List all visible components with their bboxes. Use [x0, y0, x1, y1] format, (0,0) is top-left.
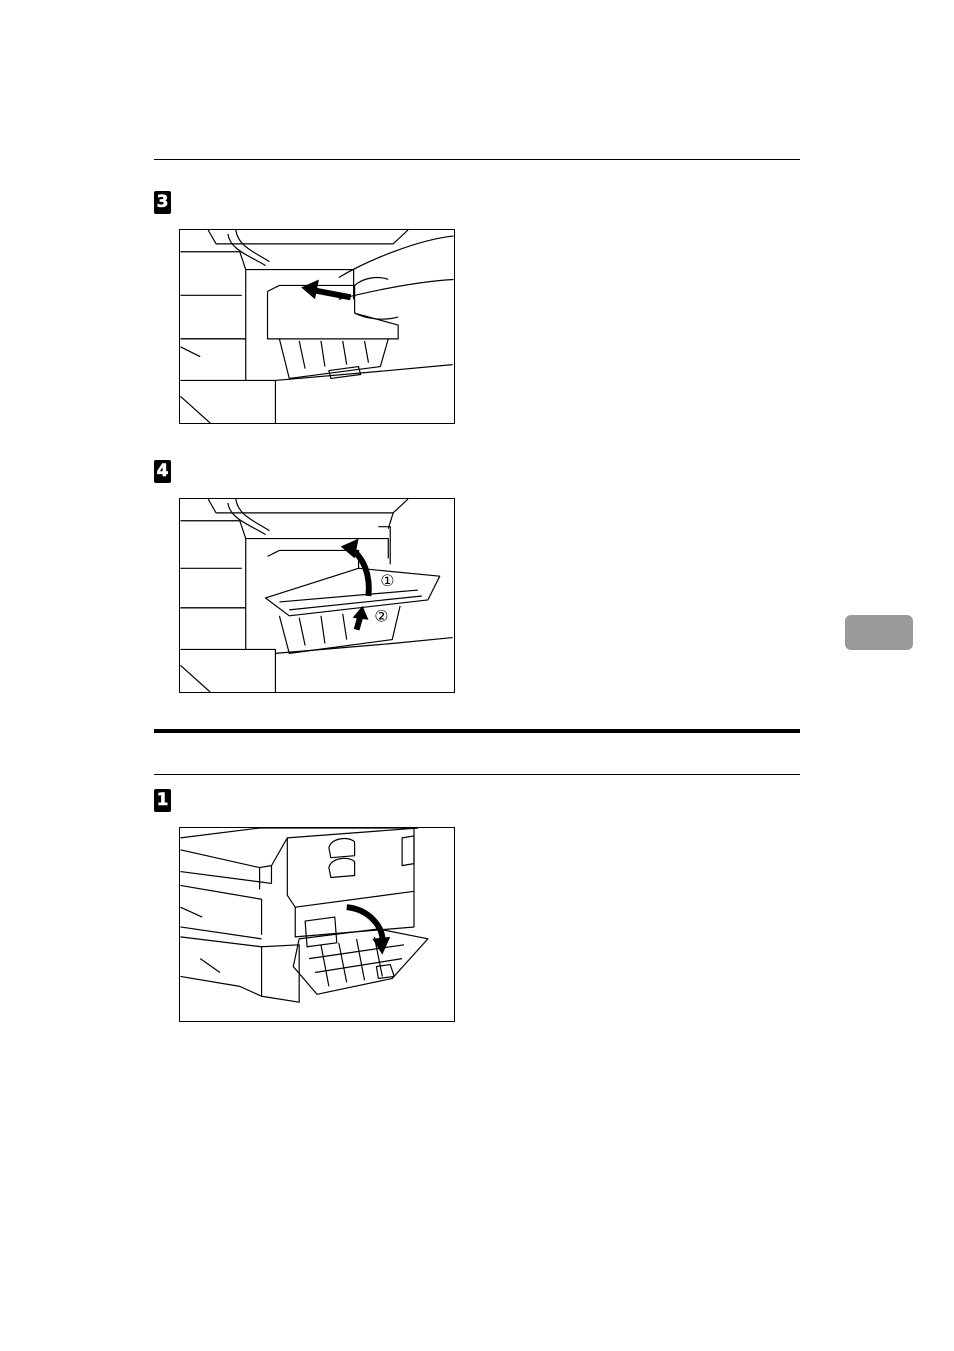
copier-cover-illustration: ① ②	[180, 499, 454, 692]
tray-unit-2	[246, 380, 276, 423]
callout-two: ②	[374, 607, 388, 626]
callout-one: ①	[380, 571, 394, 590]
hand-lower	[339, 279, 454, 299]
figure-open-rear-cover	[179, 827, 455, 1022]
figure-pull-out-tray	[179, 229, 455, 424]
pull-arrow-head	[301, 279, 319, 299]
section-rule-thick	[154, 729, 800, 733]
chapter-tab	[845, 615, 913, 650]
figure-close-cover: ① ②	[179, 498, 455, 693]
copier-tray-illustration	[180, 230, 454, 423]
step-marker-3: 3	[154, 191, 171, 214]
open-arrow	[347, 907, 383, 943]
tray-unit-1	[180, 339, 245, 381]
cable	[228, 503, 266, 535]
copier-rear-illustration	[180, 828, 454, 1021]
header-rule	[154, 159, 800, 160]
step-marker-1: 1	[154, 789, 171, 812]
section-rule-thin	[154, 774, 800, 775]
pulled-tray	[268, 291, 399, 339]
hand-upper	[339, 236, 454, 278]
opening	[268, 550, 359, 568]
open-cover	[266, 568, 440, 616]
step-marker-4: 4	[154, 460, 171, 483]
cable	[228, 234, 266, 266]
